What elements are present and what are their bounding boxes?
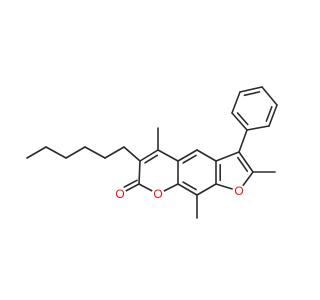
bond-c10-c6 — [215, 151, 240, 162]
bond-c8-c8a — [177, 183, 198, 196]
bond-o_furan-c11 — [242, 171, 254, 187]
bond-c7-o_furan — [215, 183, 234, 190]
bond-hx1-hx2 — [104, 146, 125, 159]
atom-background-o_ring1 — [151, 187, 165, 201]
bond-c7-c8 — [196, 183, 217, 196]
bond-c4-o_ring1 — [138, 183, 153, 192]
bond-o_ring1-c8a — [163, 183, 179, 192]
bond-c4a-c5 — [177, 149, 198, 162]
bond-ph1-ph2 — [231, 112, 248, 131]
bond-c2-c4a — [157, 149, 179, 162]
bond-c4-o_carbonyl — [125, 183, 140, 192]
bond-hx4-hx5 — [45, 146, 67, 159]
bond-ph6-ph1 — [246, 125, 270, 131]
bond-c11-c10 — [238, 151, 254, 173]
bond-c10-ph1 — [238, 129, 248, 153]
bond-hx5-hx6 — [26, 146, 47, 159]
bond-c11-c10-double — [236, 156, 249, 173]
bond-c3-c4 — [138, 160, 141, 185]
bond-ph1-ph2-double — [236, 112, 249, 126]
bond-hx2-hx3 — [84, 146, 106, 159]
bond-c2-c3 — [139, 149, 159, 162]
bond-c4-o_carbonyl-double — [123, 179, 138, 188]
atom-label-o_ring1: O — [153, 187, 162, 201]
bond-ph5-ph6 — [268, 104, 278, 127]
bond-c4a-c5-double — [182, 154, 197, 164]
bond-ph5-ph6-double — [265, 106, 273, 122]
bond-c8-c8a-double — [182, 181, 197, 191]
atom-label-o_furan: O — [234, 184, 243, 198]
atom-label-o_carbonyl: O — [115, 187, 124, 201]
bond-ph3-ph4 — [239, 86, 263, 93]
atom-background-o_carbonyl — [113, 187, 127, 201]
bond-hx3-hx4 — [65, 146, 86, 159]
bond-ph2-ph3 — [231, 91, 241, 114]
atom-background-o_furan — [232, 184, 246, 198]
bond-c3-hx1 — [123, 146, 141, 162]
bond-layer — [26, 86, 278, 219]
bond-c5-c6 — [196, 149, 217, 162]
bond-ph3-ph4-double — [243, 91, 261, 97]
bond-c2-c3-double — [144, 154, 159, 164]
bond-ph4-ph5 — [261, 86, 278, 106]
